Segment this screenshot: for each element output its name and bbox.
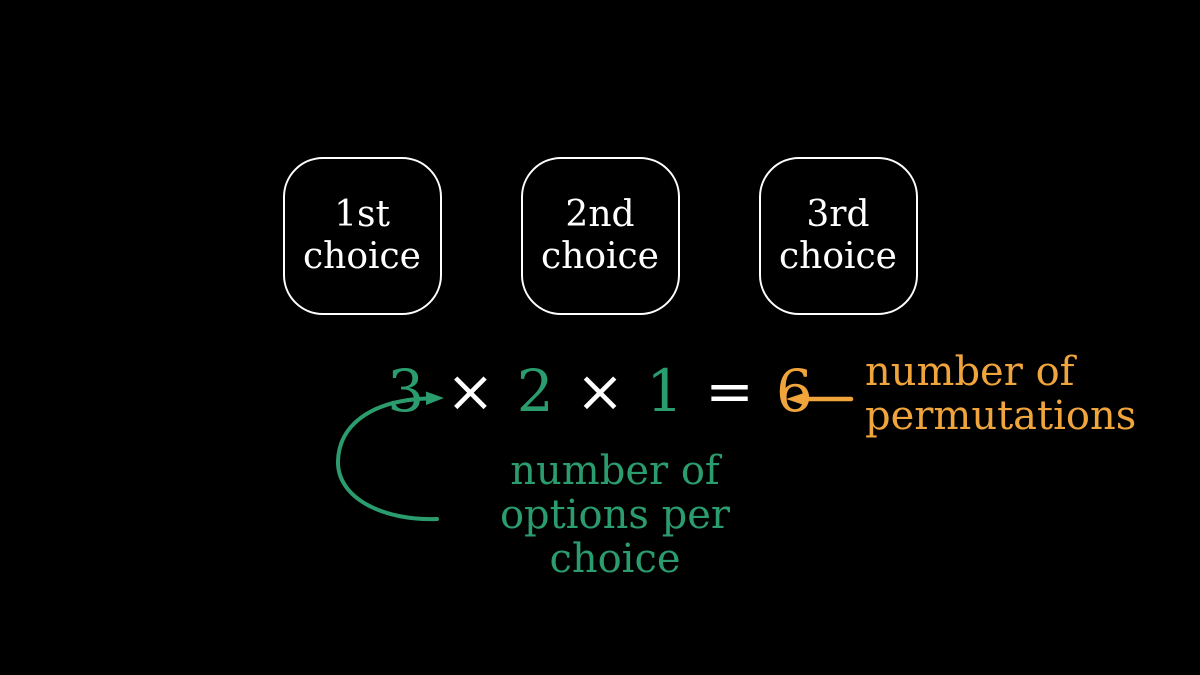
options-label: number of options per choice	[433, 449, 797, 581]
choice-box-2-line2: choice	[540, 236, 659, 277]
equation: 3×2×1=6	[0, 362, 1200, 420]
choice-box-2-line1: 2nd	[565, 193, 635, 235]
choice-box-3: 3rd choice	[758, 157, 918, 315]
permutations-label-line2: permutations	[865, 393, 1137, 439]
choice-box-row: 1st choice 2nd choice 3rd choice	[0, 157, 1200, 315]
choice-box-1-line1: 1st	[334, 193, 390, 235]
equation-term-3: 3	[387, 357, 425, 425]
choice-box-1: 1st choice	[282, 157, 442, 315]
equation-term-2: 2	[516, 357, 554, 425]
multiply-icon: ×	[446, 357, 495, 425]
options-label-line1: number of	[510, 448, 720, 494]
equation-term-1: 1	[646, 357, 684, 425]
equation-result-6: 6	[775, 357, 813, 425]
multiply-icon: ×	[575, 357, 625, 425]
options-label-line2: options per choice	[499, 492, 731, 582]
permutations-label-line1: number of	[865, 349, 1075, 395]
equals-sign: =	[705, 357, 754, 425]
choice-box-2: 2nd choice	[520, 157, 680, 315]
choice-box-3-line2: choice	[778, 236, 897, 277]
permutations-label: number of permutations	[865, 350, 1136, 438]
choice-box-1-line2: choice	[302, 236, 421, 277]
choice-box-3-line1: 3rd	[806, 193, 870, 235]
